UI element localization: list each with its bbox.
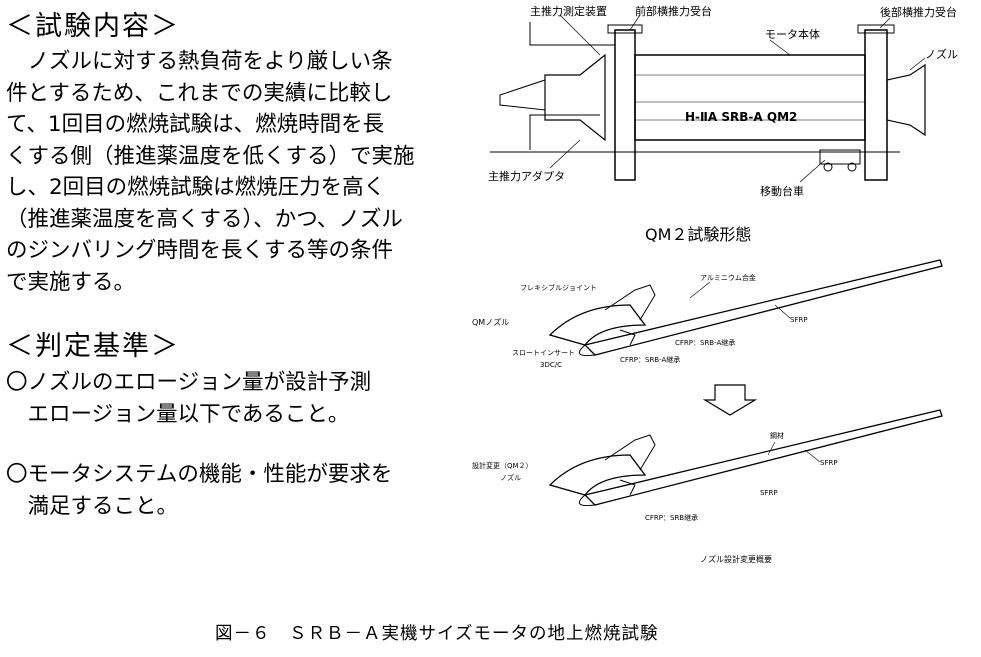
heading-criteria: ＜判定基準＞ <box>6 331 180 362</box>
label-throat-insert: スロートインサート <box>512 349 575 357</box>
label-main-thrust-meter: 主推力測定装置 <box>530 4 607 18</box>
criterion-line: 満足すること。 <box>6 493 179 519</box>
label-sfrp-lower1: SFRP <box>820 459 838 467</box>
paragraph-line: くする側（推進薬温度を低くする）で実施 <box>6 143 415 169</box>
label-design-change: 設計変更（QM２） <box>472 461 533 470</box>
figure-title-qm2: QM２試験形態 <box>645 225 751 244</box>
label-sfrp-upper: SFRP <box>790 316 808 324</box>
nozzle-design-change-diagram: フレキシブルジョイント アルミニウム合金 QMノズル SFRP CFRP：SRB… <box>472 259 943 564</box>
label-steel: 鋼材 <box>770 431 784 440</box>
heading-test-content: ＜試験内容＞ <box>6 11 180 42</box>
figure-caption: 図－６ ＳＲＢ－Ａ実機サイズモータの地上燃焼試験 <box>215 624 659 644</box>
label-aluminum: アルミニウム合金 <box>700 273 756 282</box>
nozzle-design-subcaption: ノズル設計変更概要 <box>700 554 772 564</box>
label-qm-nozzle: QMノズル <box>472 317 509 327</box>
qm2-test-config-diagram: H-ⅡA SRB-A QM2 主推力測定装置 前部横推力受台 モータ本体 後部横… <box>488 4 958 244</box>
criterion-line: エロージョン量以下であること。 <box>6 401 350 427</box>
paragraph-line: のジンバリング時間を長くする等の条件 <box>6 238 394 263</box>
criterion-line: 〇ノズルのエロージョン量が設計予測 <box>6 370 372 395</box>
paragraph-line: し、2回目の燃焼試験は燃焼圧力を高く <box>6 175 386 200</box>
label-nozzle-lower: ノズル <box>500 473 521 482</box>
paragraph-line: ノズルに対する熱負荷をより厳しい条 <box>6 49 393 74</box>
label-flexible-joint: フレキシブルジョイント <box>520 283 597 292</box>
label-throat-material: 3DC/C <box>540 361 562 369</box>
label-cfrp-srb-a2: CFRP：SRB-A継承 <box>620 355 680 364</box>
paragraph-line: 件とするため、これまでの実績に比較し <box>6 80 393 106</box>
criterion-line: 〇モータシステムの機能・性能が要求を <box>6 462 393 487</box>
label-rear-side-thrust: 後部横推力受台 <box>880 5 957 19</box>
test-content-paragraph: ノズルに対する熱負荷をより厳しい条 件とするため、これまでの実績に比較し て、1… <box>6 46 451 298</box>
label-sfrp-lower2: SFRP <box>760 489 778 497</box>
label-motor-body: モータ本体 <box>765 27 820 41</box>
paragraph-line: て、1回目の燃焼試験は、燃焼時間を長 <box>6 112 385 137</box>
transition-arrow <box>702 384 758 416</box>
label-moving-cart: 移動台車 <box>760 184 804 198</box>
label-main-thrust-adapter: 主推力アダプタ <box>488 169 565 183</box>
label-cfrp-srb: CFRP：SRB継承 <box>645 513 698 522</box>
label-cfrp-srb-a: CFRP：SRB-A継承 <box>675 338 735 347</box>
label-front-side-thrust: 前部横推力受台 <box>635 4 712 18</box>
criterion-erosion: 〇ノズルのエロージョン量が設計予測 エロージョン量以下であること。 <box>6 367 371 430</box>
criterion-performance: 〇モータシステムの機能・性能が要求を 満足すること。 <box>6 459 392 522</box>
motor-marking-label: H-ⅡA SRB-A QM2 <box>685 110 797 124</box>
paragraph-line: で実施する。 <box>6 269 136 295</box>
label-nozzle: ノズル <box>925 47 958 61</box>
paragraph-line: （推進薬温度を高くする）、かつ、ノズル <box>6 206 403 232</box>
